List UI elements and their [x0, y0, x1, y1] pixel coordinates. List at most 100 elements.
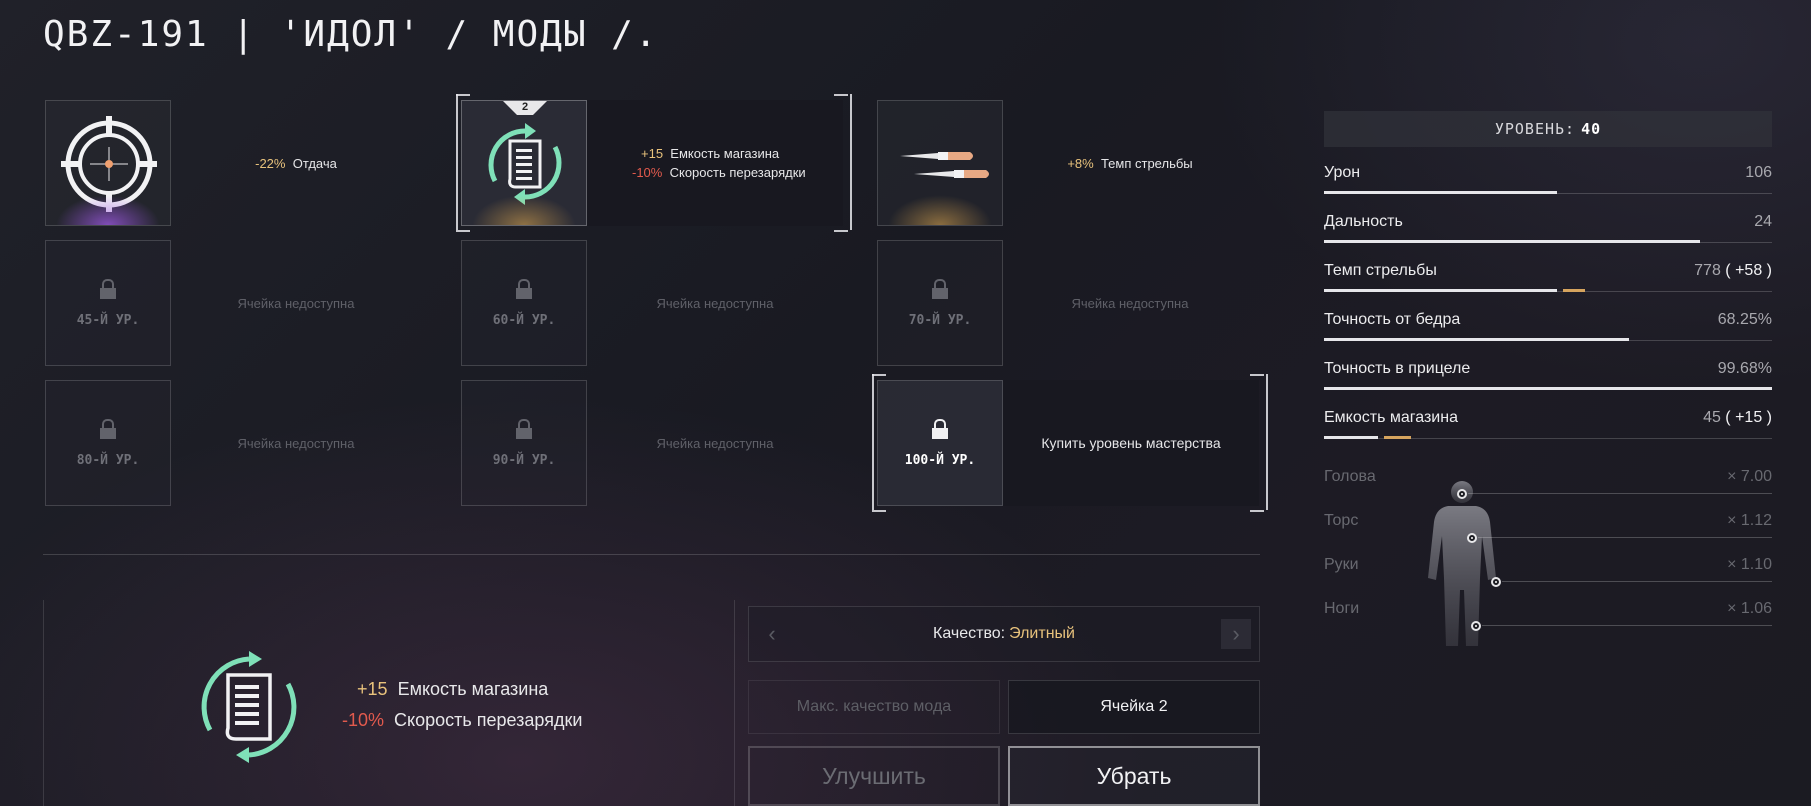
effect-label: Скорость перезарядки	[394, 710, 583, 730]
stat-base-value: 99.68%	[1717, 360, 1772, 377]
weapon-level: УРОВЕНЬ: 40	[1324, 111, 1772, 147]
remove-button[interactable]: Убрать	[1008, 746, 1260, 806]
stat-base-value: 45	[1703, 409, 1721, 426]
quality-label: Качество:	[933, 625, 1006, 642]
selected-mod-panel	[43, 600, 735, 806]
hit-zone-row: Руки × 1.10	[1324, 550, 1772, 584]
hit-zone-label: Торс	[1324, 512, 1359, 529]
stat-bar	[1324, 436, 1378, 439]
effect-label: Емкость магазина	[670, 146, 780, 161]
stat-row: Урон 106	[1324, 154, 1772, 194]
effect-value: +15	[641, 146, 664, 161]
stat-row: Точность в прицеле 99.68%	[1324, 350, 1772, 390]
stat-label: Точность от бедра	[1324, 311, 1461, 328]
stat-bonus: +58	[1735, 262, 1763, 279]
stat-bonus: +15	[1735, 409, 1763, 426]
stat-row: Темп стрельбы 778 ( +58 )	[1324, 252, 1772, 292]
slot-unavailable-text: Ячейка недоступна	[656, 435, 774, 451]
stat-value: 24	[1754, 213, 1772, 231]
locked-slot-4: 80-Й УР.	[45, 380, 171, 506]
chevron-left-icon[interactable]: ‹	[768, 621, 776, 646]
effect-label: Скорость перезарядки	[669, 165, 806, 180]
slot-unavailable-text: Ячейка недоступна	[237, 295, 355, 311]
lock-icon	[932, 419, 948, 439]
mod-slot-1-description: -22% Отдача	[171, 100, 421, 226]
mod-slot-1[interactable]	[45, 100, 171, 226]
lock-icon	[100, 419, 116, 439]
max-quality-button[interactable]: Макс. качество мода	[748, 680, 1000, 734]
slot-unavailable-text: Ячейка недоступна	[237, 435, 355, 451]
hit-zone-multiplier: × 1.10	[1727, 556, 1772, 573]
mod-slot-3-description: +8% Темп стрельбы	[1003, 100, 1257, 226]
stat-label: Темп стрельбы	[1324, 262, 1437, 279]
effect-value: -10%	[342, 710, 385, 730]
effect-value: +15	[357, 679, 388, 699]
lock-icon	[100, 279, 116, 299]
hit-zone-multiplier: × 1.12	[1727, 512, 1772, 529]
upgrade-button[interactable]: Улучшить	[748, 746, 1000, 806]
quality-selector: ‹ Качество:Элитный ›	[748, 606, 1260, 662]
mod-count-badge: 2	[503, 101, 547, 115]
hit-zone-row: Торс × 1.12	[1324, 506, 1772, 540]
locked-slot-3: 70-Й УР.	[877, 240, 1003, 366]
stat-label: Емкость магазина	[1324, 409, 1458, 426]
stat-base-value: 68.25%	[1717, 311, 1772, 328]
effect-label: Отдача	[292, 155, 337, 171]
effect-label: Темп стрельбы	[1100, 155, 1193, 171]
page-title: QBZ-191 | 'ИДОЛ' / МОДЫ /.	[43, 14, 659, 55]
hit-zone-row: Голова× 7.00	[1324, 462, 1772, 496]
level-value: 40	[1581, 120, 1602, 138]
stat-row: Емкость магазина 45 ( +15 )	[1324, 399, 1772, 439]
stat-label: Точность в прицеле	[1324, 360, 1471, 377]
ammo-mod-icon	[900, 152, 989, 178]
lock-icon	[516, 419, 532, 439]
buy-mastery-button[interactable]: Купить уровень мастерства	[1003, 380, 1259, 506]
cell-indicator: Ячейка 2	[1008, 680, 1260, 734]
stat-base-value: 24	[1754, 213, 1772, 230]
locked-slot-5: 90-Й УР.	[461, 380, 587, 506]
stat-value: 99.68%	[1718, 360, 1772, 378]
stat-bar	[1324, 191, 1557, 194]
locked-slot-1: 45-Й УР.	[45, 240, 171, 366]
hit-zone-multiplier: × 7.00	[1727, 468, 1772, 485]
stat-label: Урон	[1324, 164, 1361, 181]
stat-value: 106	[1745, 164, 1772, 182]
stat-base-value: 778	[1694, 262, 1721, 279]
hit-zone-row: Ноги× 1.06	[1324, 594, 1772, 628]
unlock-level: 60-Й УР.	[492, 313, 556, 328]
stat-value: 778 ( +58 )	[1694, 262, 1772, 279]
hit-zone-marker	[1491, 577, 1501, 587]
hit-zone-multiplier: × 1.06	[1727, 600, 1772, 617]
magazine-mod-large-icon	[201, 651, 297, 763]
effect-value: +8%	[1067, 155, 1094, 171]
quality-value: Элитный	[1009, 625, 1075, 642]
hit-zone-label: Руки	[1324, 556, 1359, 573]
stat-bar	[1324, 289, 1557, 292]
hit-zone-marker	[1457, 489, 1467, 499]
slot-unavailable-text: Ячейка недоступна	[656, 295, 774, 311]
mastery-slot[interactable]: 100-Й УР.	[877, 380, 1003, 506]
unlock-level: 100-Й УР.	[904, 453, 976, 468]
effect-label: Емкость магазина	[397, 679, 549, 699]
stat-bonus-bar	[1563, 289, 1585, 292]
mod-slot-2-description: +15 Емкость магазина -10% Скорость перез…	[587, 100, 843, 226]
selected-mod-effects: +15 Емкость магазина -10% Скорость перез…	[342, 674, 582, 736]
lock-icon	[516, 279, 532, 299]
selected-slot-frame	[456, 94, 852, 230]
stat-bonus-bar	[1384, 436, 1411, 439]
level-label: УРОВЕНЬ:	[1494, 120, 1576, 138]
lock-icon	[932, 279, 948, 299]
stat-label: Дальность	[1324, 213, 1403, 230]
stat-row: Точность от бедра 68.25%	[1324, 301, 1772, 341]
section-divider	[43, 554, 1260, 555]
stat-row: Дальность 24	[1324, 203, 1772, 243]
stat-value: 45 ( +15 )	[1703, 409, 1772, 426]
mod-slot-3[interactable]	[877, 100, 1003, 226]
stat-bar	[1324, 387, 1772, 390]
unlock-level: 45-Й УР.	[76, 313, 140, 328]
hit-zone-marker	[1471, 621, 1481, 631]
mod-slot-2[interactable]: 2	[461, 100, 587, 226]
unlock-level: 80-Й УР.	[76, 453, 140, 468]
chevron-right-icon[interactable]: ›	[1221, 619, 1251, 649]
stat-bar	[1324, 338, 1629, 341]
